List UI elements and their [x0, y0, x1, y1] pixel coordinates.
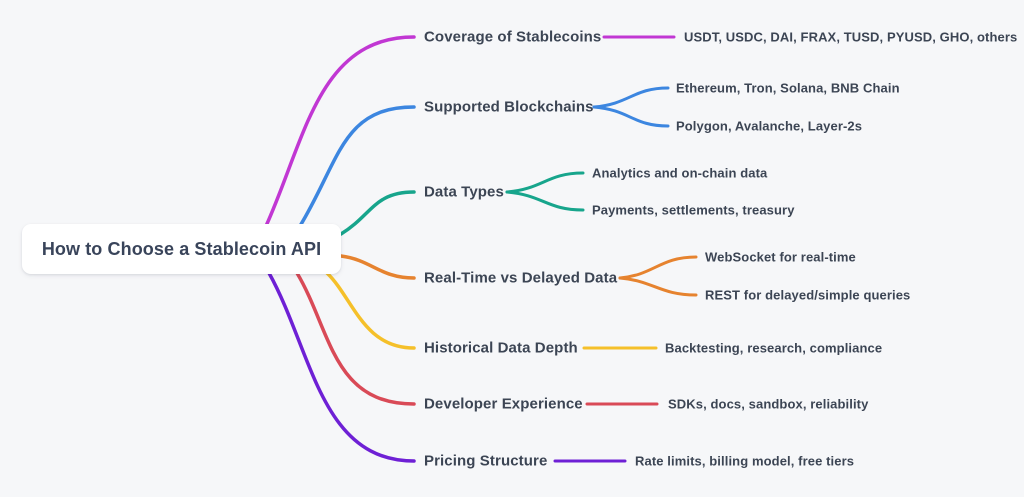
branch-curve-devex	[295, 271, 416, 406]
leaf-node-rate-limits[interactable]: Rate limits, billing model, free tiers	[635, 453, 855, 469]
leaf-node-data-analytics[interactable]: Analytics and on-chain data	[592, 165, 768, 181]
root-node-label: How to Choose a Stablecoin API	[41, 238, 322, 259]
branch-node-realtime[interactable]: Real-Time vs Delayed Data	[424, 269, 618, 287]
branch-node-blockchains[interactable]: Supported Blockchains	[424, 98, 594, 116]
branch-fork-data-types-lower	[505, 190, 585, 212]
branch-node-data-types[interactable]: Data Types	[424, 183, 504, 201]
branch-node-historical[interactable]: Historical Data Depth	[424, 339, 578, 357]
branch-curve-historical	[325, 271, 416, 350]
branch-curve-realtime	[339, 254, 416, 280]
branch-node-coverage[interactable]: Coverage of Stablecoins	[424, 28, 602, 46]
leaf-node-data-payments[interactable]: Payments, settlements, treasury	[592, 202, 795, 218]
leaf-node-blockchains-main[interactable]: Ethereum, Tron, Solana, BNB Chain	[676, 80, 900, 96]
root-node[interactable]: How to Choose a Stablecoin API	[22, 224, 341, 274]
branch-curve-data-types	[339, 190, 416, 236]
leaf-node-blockchains-l2[interactable]: Polygon, Avalanche, Layer-2s	[676, 118, 863, 134]
leaf-node-websocket[interactable]: WebSocket for real-time	[705, 249, 856, 265]
branch-fork-blockchains-upper	[592, 86, 670, 109]
branch-fork-data-types-upper	[505, 171, 585, 194]
branch-fork-realtime-upper	[618, 255, 698, 280]
leaf-node-sdks[interactable]: SDKs, docs, sandbox, reliability	[668, 396, 869, 412]
branch-fork-realtime-lower	[618, 276, 698, 297]
branch-curve-coverage	[264, 35, 416, 228]
leaf-node-backtesting[interactable]: Backtesting, research, compliance	[665, 340, 883, 356]
branch-curve-pricing	[267, 271, 416, 463]
branch-node-pricing[interactable]: Pricing Structure	[424, 452, 548, 470]
leaf-node-coverage-list[interactable]: USDT, USDC, DAI, FRAX, TUSD, PYUSD, GHO,…	[684, 29, 1018, 45]
branch-curve-blockchains	[298, 105, 416, 228]
leaf-node-rest[interactable]: REST for delayed/simple queries	[705, 287, 911, 303]
branch-node-devex[interactable]: Developer Experience	[424, 395, 583, 413]
branch-fork-blockchains-lower	[592, 105, 670, 128]
